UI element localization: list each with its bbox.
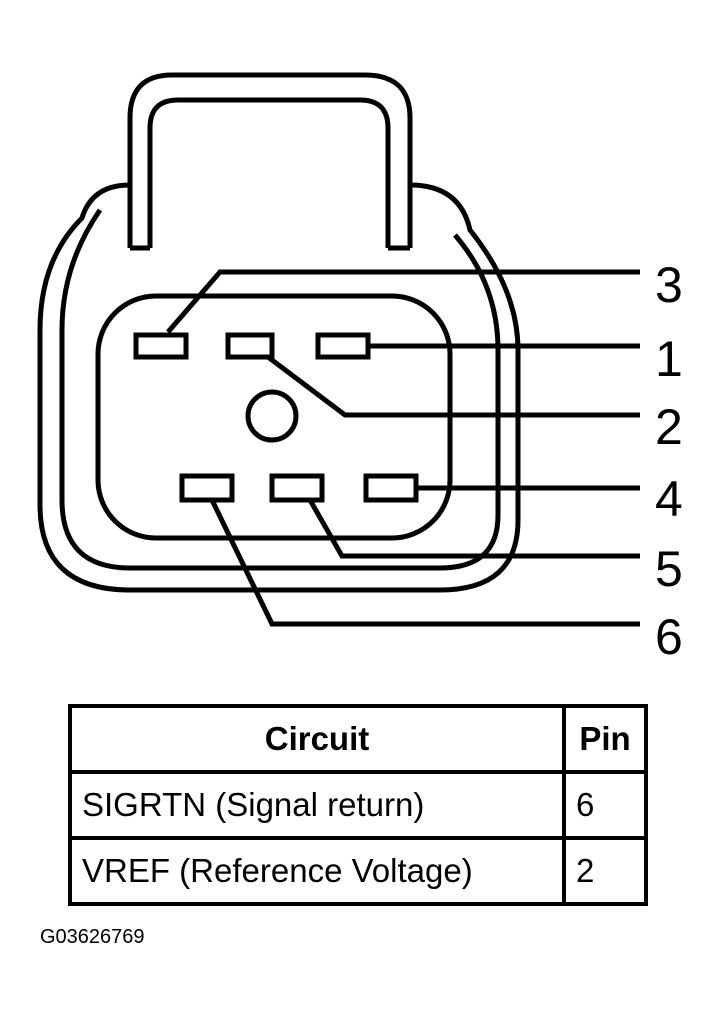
leader-line-6 [209,498,640,627]
pin-label-4: 4 [655,471,683,527]
pin-cell: 6 [562,770,648,840]
pin-label-5: 5 [655,541,683,597]
table-header-row: Circuit Pin [68,704,648,774]
pin-label-1: 1 [655,331,683,387]
pin-2-terminal [225,332,275,360]
leader-line-2 [266,355,640,418]
pin-1-terminal [315,332,371,360]
polarization-key [245,389,299,443]
pin-label-3: 3 [655,257,683,313]
connector-housing-inner [59,97,501,571]
connector-housing-outer [37,72,521,593]
connector-diagram: 3 1 2 4 5 6 [37,72,683,665]
column-header-pin: Pin [562,704,648,774]
pin-5-terminal [269,473,325,503]
leader-line-3 [166,269,640,334]
pin-label-2: 2 [655,399,683,455]
circuit-cell: VREF (Reference Voltage) [68,836,566,906]
pin-3-terminal [133,332,189,360]
table-row: VREF (Reference Voltage) 2 [68,836,648,906]
pin-6-terminal [179,473,235,503]
figure-id: G03626769 [40,926,145,948]
pin-4-terminal [363,473,419,503]
table-row: SIGRTN (Signal return) 6 [68,770,648,840]
leader-line-5 [307,498,640,559]
column-header-circuit: Circuit [68,704,566,774]
circuit-cell: SIGRTN (Signal return) [68,770,566,840]
circuit-pin-table: Circuit Pin SIGRTN (Signal return) 6 VRE… [68,704,648,906]
pin-label-6: 6 [655,609,683,665]
pin-cell: 2 [562,836,648,906]
